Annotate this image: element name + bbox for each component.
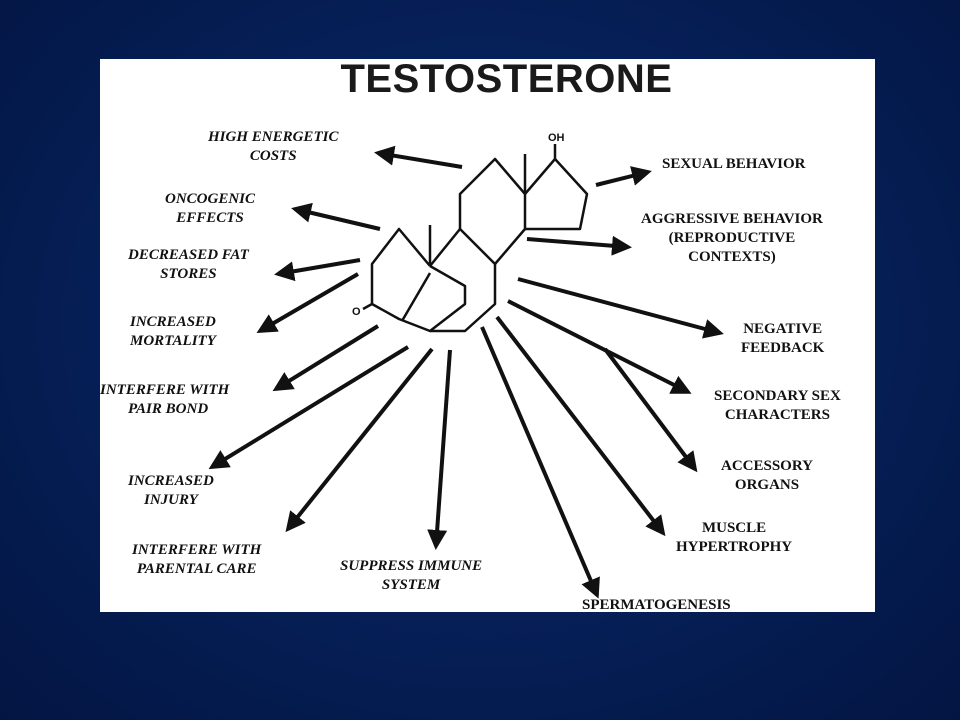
arrow-increased-mortality (256, 272, 360, 334)
ring-d (524, 157, 589, 231)
hydroxyl-label: OH (548, 132, 565, 144)
ring-a-double-bond (400, 272, 432, 322)
arrow-aggressive-behavior (526, 235, 632, 256)
slide-panel: TESTOSTERONE OH O (100, 59, 875, 612)
label-sexual-behavior: SEXUAL BEHAVIOR (662, 156, 806, 172)
arrow-muscle-hypertrophy (495, 315, 666, 537)
diagram-title: TESTOSTERONE (340, 59, 673, 101)
ring-b (429, 227, 497, 333)
arrow-oncogenic-effects (291, 202, 381, 231)
ketone-label: O (352, 306, 361, 318)
arrow-interfere-pair-bond (272, 324, 380, 392)
arrow-increased-injury (208, 345, 410, 470)
arrow-accessory-organs (603, 347, 698, 473)
arrow-suppress-immune (427, 349, 452, 550)
ring-c (458, 157, 527, 265)
ring-a (370, 227, 467, 333)
arrow-spermatogenesis (480, 326, 600, 599)
arrow-negative-feedback (517, 277, 724, 339)
arrow-secondary-sex (507, 299, 692, 394)
arrow-high-energetic-costs (374, 145, 463, 169)
carbonyl-bond (362, 302, 373, 311)
steroid-molecule (362, 144, 589, 333)
label-spermatogenesis: SPERMATOGENESIS (582, 597, 731, 612)
testosterone-diagram: OH O (208, 132, 724, 599)
arrow-interfere-parental-care (285, 347, 434, 533)
arrows (208, 145, 724, 599)
arrow-decreased-fat-stores (274, 258, 361, 282)
arrow-sexual-behavior (595, 166, 652, 187)
